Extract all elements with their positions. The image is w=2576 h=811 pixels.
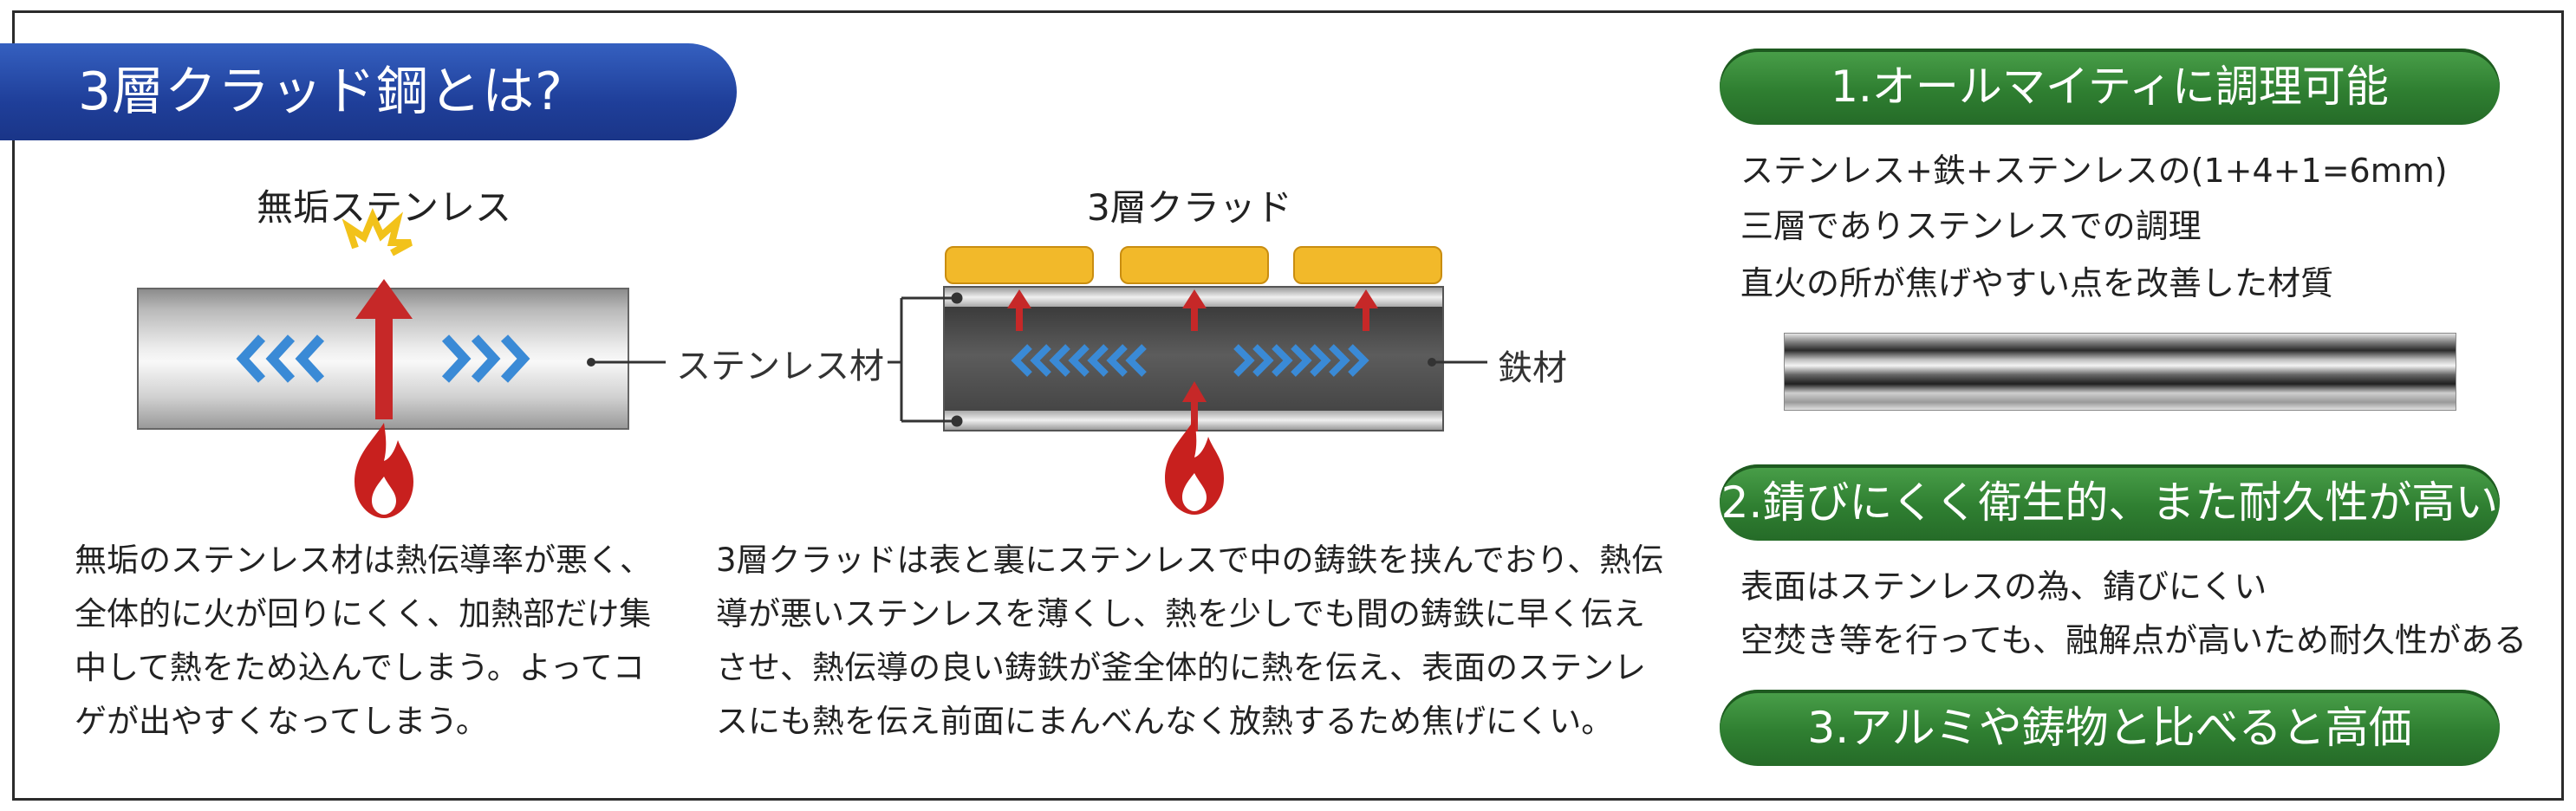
heat-arrow-icon bbox=[1007, 289, 1378, 331]
feature-1-line-2: 三層でありステンレスでの調理 bbox=[1740, 207, 2202, 245]
title-banner bbox=[0, 43, 737, 140]
feature-2-line-1: 表面はステンレスの為、錆びにくい bbox=[1740, 568, 2267, 606]
feature-heading-3: 3.アルミや鋳物と比べると高価 bbox=[1720, 690, 2500, 766]
stainless-material-label: ステンレス材 bbox=[676, 347, 884, 386]
iron-material-label: 鉄材 bbox=[1498, 348, 1567, 388]
flame-icon bbox=[355, 423, 413, 518]
clad-cross-section-photo bbox=[1784, 333, 2456, 411]
feature-1-line-3: 直火の所が焦げやすい点を改善した材質 bbox=[1740, 264, 2334, 302]
feature-2-line-2: 空焚き等を行っても、融解点が高いため耐久性がある bbox=[1740, 621, 2527, 659]
feature-heading-1: 1.オールマイティに調理可能 bbox=[1720, 49, 2500, 125]
heat-pad bbox=[945, 246, 1094, 284]
flame-icon bbox=[1165, 419, 1224, 515]
solid-stainless-description: 無垢のステンレス材は熱伝導率が悪く、 全体的に火が回りにくく、加熱部だけ集 中し… bbox=[75, 542, 652, 740]
solid-stainless-label: 無垢ステンレス bbox=[257, 186, 512, 229]
three-layer-label: 3層クラッド bbox=[1087, 186, 1292, 229]
three-layer-description: 3層クラッドは表と裏にステンレスで中の鋳鉄を挟んでおり、熱伝 導が悪いステンレス… bbox=[716, 542, 1664, 740]
feature-1-line-1: ステンレス+鉄+ステンレスの(1+4+1=6mm) bbox=[1740, 152, 2448, 190]
heat-pad bbox=[1120, 246, 1269, 284]
iron-leader-line bbox=[1428, 358, 1487, 367]
stainless-bracket bbox=[888, 292, 963, 427]
spread-chevron-icon bbox=[236, 334, 530, 383]
feature-heading-2: 2.錆びにくく衛生的、また耐久性が高い bbox=[1720, 464, 2500, 541]
stainless-leader-line bbox=[587, 358, 666, 367]
heat-arrow-icon bbox=[1182, 381, 1207, 431]
burn-spark-icon bbox=[342, 207, 413, 256]
spread-chevron-icon bbox=[1011, 344, 1369, 377]
page-title: 3層クラッド鋼とは? bbox=[78, 62, 564, 122]
heat-arrow-icon bbox=[355, 279, 413, 419]
heat-pad bbox=[1293, 246, 1442, 284]
